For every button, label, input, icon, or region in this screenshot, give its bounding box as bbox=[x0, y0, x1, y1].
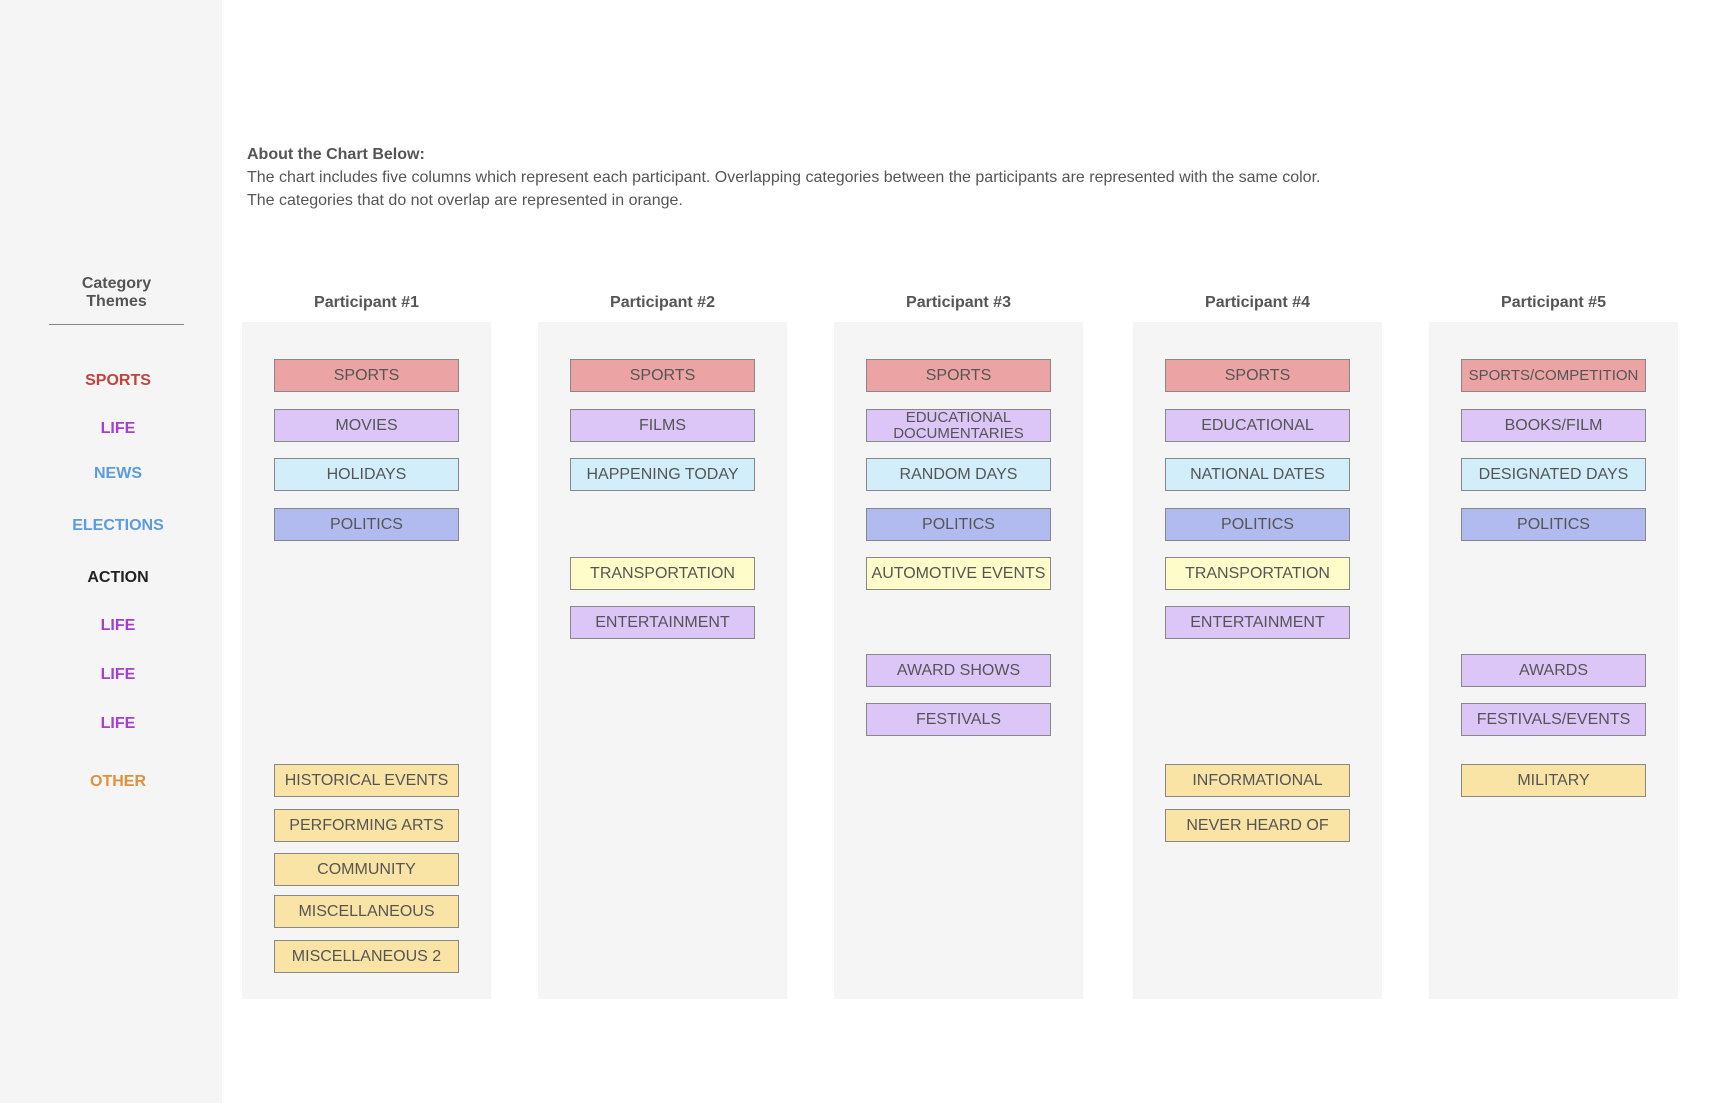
category-themes-sidebar: Category Themes SPORTS LIFE NEWS ELECTIONS A… bbox=[0, 0, 222, 1103]
category-chip: HOLIDAYS bbox=[274, 458, 459, 491]
participant-1-title: Participant #1 bbox=[314, 294, 419, 311]
category-chip: MILITARY bbox=[1461, 764, 1646, 797]
about-heading: About the Chart Below: bbox=[247, 146, 425, 163]
category-chip: POLITICS bbox=[274, 508, 459, 541]
category-chip: INFORMATIONAL bbox=[1165, 764, 1350, 797]
about-line-2: The categories that do not overlap are r… bbox=[247, 192, 683, 209]
category-chip: POLITICS bbox=[866, 508, 1051, 541]
category-chip: NATIONAL DATES bbox=[1165, 458, 1350, 491]
category-chip: SPORTS bbox=[1165, 359, 1350, 392]
category-chip: TRANSPORTATION bbox=[1165, 557, 1350, 590]
category-chip: DESIGNATED DAYS bbox=[1461, 458, 1646, 491]
category-chip: AUTOMOTIVE EVENTS bbox=[866, 557, 1051, 590]
category-chip-line: DOCUMENTARIES bbox=[893, 424, 1024, 442]
participant-5-title: Participant #5 bbox=[1501, 294, 1606, 311]
theme-action: ACTION bbox=[87, 569, 149, 586]
category-chip: FILMS bbox=[570, 409, 755, 442]
category-chip: BOOKS/FILM bbox=[1461, 409, 1646, 442]
sidebar-title-line2: Themes bbox=[86, 293, 147, 310]
theme-sports: SPORTS bbox=[85, 372, 151, 389]
category-chip: HISTORICAL EVENTS bbox=[274, 764, 459, 797]
theme-life: LIFE bbox=[100, 666, 136, 683]
participant-4-title: Participant #4 bbox=[1205, 294, 1310, 311]
theme-life: LIFE bbox=[100, 715, 136, 732]
category-chip: TRANSPORTATION bbox=[570, 557, 755, 590]
category-chip: MOVIES bbox=[274, 409, 459, 442]
theme-elections: ELECTIONS bbox=[72, 517, 164, 534]
theme-other: OTHER bbox=[90, 773, 146, 790]
category-chip: SPORTS/COMPETITION bbox=[1461, 359, 1646, 392]
category-chip: SPORTS bbox=[570, 359, 755, 392]
participant-3-title: Participant #3 bbox=[906, 294, 1011, 311]
category-chip: SPORTS bbox=[866, 359, 1051, 392]
category-chip: POLITICS bbox=[1165, 508, 1350, 541]
category-chip: COMMUNITY bbox=[274, 853, 459, 886]
category-chip: RANDOM DAYS bbox=[866, 458, 1051, 491]
category-chip: EDUCATIONAL bbox=[1165, 409, 1350, 442]
about-line-1: The chart includes five columns which re… bbox=[247, 169, 1321, 186]
category-chip: SPORTS bbox=[274, 359, 459, 392]
category-chip: HAPPENING TODAY bbox=[570, 458, 755, 491]
category-chip: AWARDS bbox=[1461, 654, 1646, 687]
sidebar-divider bbox=[49, 324, 184, 325]
category-chip: ENTERTAINMENT bbox=[1165, 606, 1350, 639]
category-chip: AWARD SHOWS bbox=[866, 654, 1051, 687]
category-chip: FESTIVALS bbox=[866, 703, 1051, 736]
category-chip: NEVER HEARD OF bbox=[1165, 809, 1350, 842]
category-chip: MISCELLANEOUS bbox=[274, 895, 459, 928]
theme-life: LIFE bbox=[100, 617, 136, 634]
theme-life: LIFE bbox=[100, 420, 136, 437]
category-chip: MISCELLANEOUS 2 bbox=[274, 940, 459, 973]
about-section: About the Chart Below: The chart include… bbox=[247, 143, 1687, 212]
category-chip: ENTERTAINMENT bbox=[570, 606, 755, 639]
participant-2-title: Participant #2 bbox=[610, 294, 715, 311]
sidebar-title-line1: Category bbox=[81, 275, 152, 292]
category-chip: POLITICS bbox=[1461, 508, 1646, 541]
sidebar-title: Category Themes bbox=[49, 275, 184, 311]
theme-news: NEWS bbox=[94, 465, 142, 482]
category-chip: PERFORMING ARTS bbox=[274, 809, 459, 842]
category-chip-line: EDUCATIONAL bbox=[905, 409, 1012, 426]
category-chip: FESTIVALS/EVENTS bbox=[1461, 703, 1646, 736]
